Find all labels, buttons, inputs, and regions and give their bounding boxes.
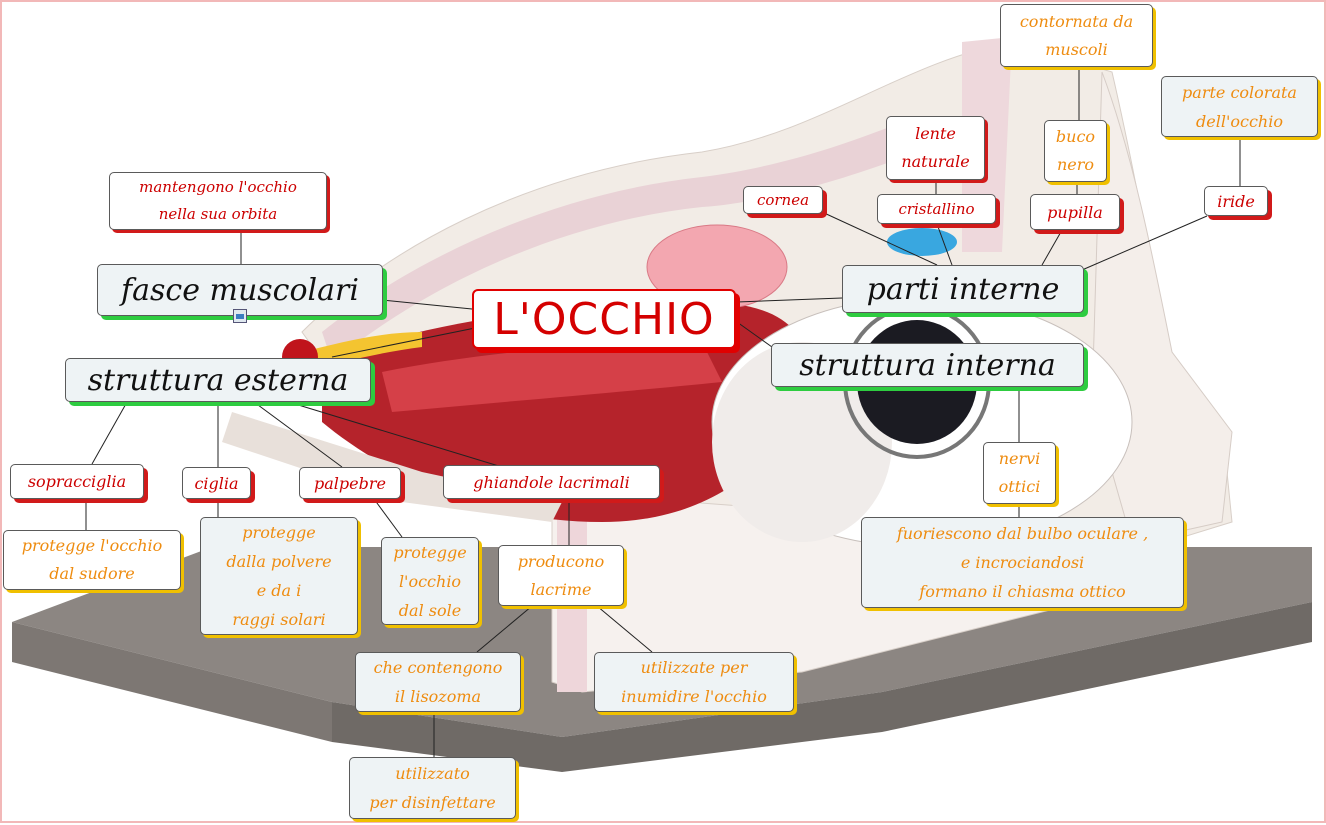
note-contornata[interactable]: contornata da muscoli [1000, 4, 1153, 67]
note-buco-nero[interactable]: buco nero [1044, 120, 1107, 182]
branch-struttura-esterna[interactable]: struttura esterna [65, 358, 371, 402]
note-lente-naturale[interactable]: lente naturale [886, 116, 985, 180]
label-palpebre[interactable]: palpebre [299, 467, 401, 499]
note-mantengono[interactable]: mantengono l'occhio nella sua orbita [109, 172, 327, 230]
note-fuoriescono[interactable]: fuoriescono dal bulbo oculare , e incroc… [861, 517, 1184, 608]
label-cristallino[interactable]: cristallino [877, 194, 996, 224]
note-protegge-sudore[interactable]: protegge l'occhio dal sudore [3, 530, 181, 590]
note-inumidire[interactable]: utilizzate per inumidire l'occhio [594, 652, 794, 712]
note-nervi-ottici[interactable]: nervi ottici [983, 442, 1056, 504]
label-pupilla[interactable]: pupilla [1030, 194, 1120, 230]
note-protegge-polvere[interactable]: protegge dalla polvere e da i raggi sola… [200, 517, 358, 635]
note-protegge-sole[interactable]: protegge l'occhio dal sole [381, 537, 479, 625]
central-topic-title[interactable]: L'OCCHIO [472, 289, 736, 349]
label-sopracciglia[interactable]: sopracciglia [10, 464, 144, 499]
note-parte-colorata[interactable]: parte colorata dell'occhio [1161, 76, 1318, 137]
image-attachment-icon[interactable] [233, 309, 247, 323]
branch-parti-interne[interactable]: parti interne [842, 265, 1084, 313]
label-ghiandole-lacrimali[interactable]: ghiandole lacrimali [443, 465, 660, 499]
label-cornea[interactable]: cornea [743, 186, 823, 214]
note-lisozoma[interactable]: che contengono il lisozoma [355, 652, 521, 712]
label-iride[interactable]: iride [1204, 186, 1268, 216]
branch-struttura-interna[interactable]: struttura interna [771, 343, 1084, 387]
note-disinfettare[interactable]: utilizzato per disinfettare [349, 757, 516, 819]
lens-blue [887, 228, 957, 256]
label-ciglia[interactable]: ciglia [182, 467, 251, 499]
note-producono-lacrime[interactable]: producono lacrime [498, 545, 624, 606]
